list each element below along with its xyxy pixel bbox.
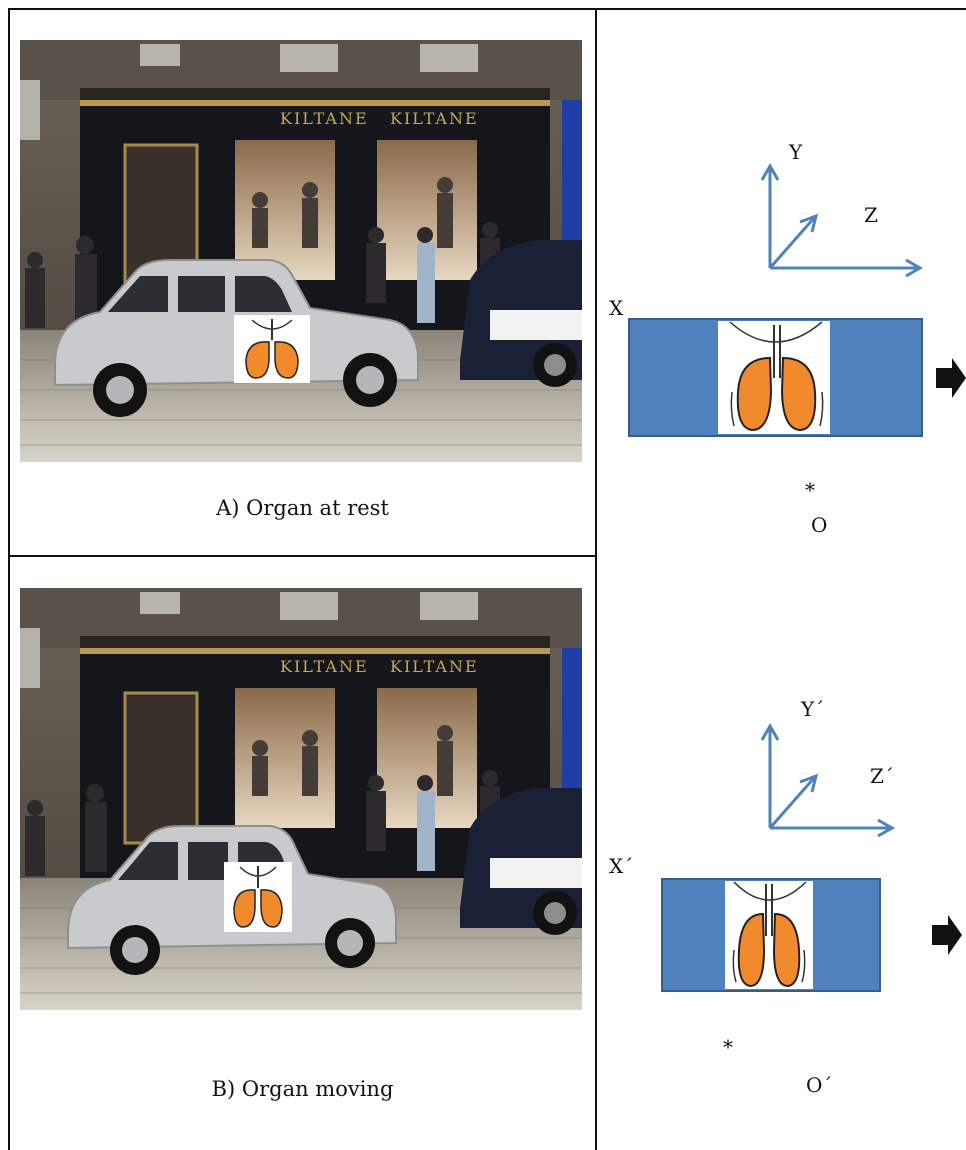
figure-frame — [8, 8, 966, 1150]
y-axis-label: Y — [789, 140, 803, 164]
sign-kiltane-left: KILTANE — [280, 657, 369, 676]
shop-window-left — [235, 140, 335, 280]
silver-taxi — [54, 259, 419, 417]
photo-organ-at-rest: KILTANE KILTANE — [20, 40, 582, 462]
black-taxi — [460, 240, 582, 387]
sign-kiltane-right: KILTANE — [390, 109, 479, 128]
origin-label: O — [811, 513, 828, 537]
origin-label: O´ — [806, 1073, 833, 1097]
origin-marker: * — [805, 478, 815, 502]
coordinate-diagram-moving — [600, 700, 966, 1110]
direction-arrow-icon — [932, 915, 962, 955]
black-taxi — [460, 788, 582, 935]
sign-kiltane-right: KILTANE — [390, 657, 479, 676]
lung-illustration — [725, 881, 813, 989]
direction-arrow-icon — [936, 358, 966, 398]
shop-window-left — [235, 688, 335, 828]
axis-arrows — [760, 722, 896, 838]
caption-organ-at-rest: A) Organ at rest — [216, 496, 389, 520]
lungs-icon — [732, 881, 807, 988]
silver-taxi — [67, 825, 397, 975]
photo-organ-moving: KILTANE KILTANE — [20, 588, 582, 1010]
x-axis-label: X´ — [609, 854, 634, 878]
origin-marker: * — [723, 1035, 733, 1059]
sign-kiltane-left: KILTANE — [280, 109, 369, 128]
column-divider — [595, 8, 597, 1150]
y-axis-label: Y´ — [801, 697, 825, 721]
coordinate-diagram-at-rest — [600, 130, 966, 570]
z-axis-label: Z — [864, 203, 878, 227]
lungs-icon — [729, 321, 824, 432]
row-divider — [8, 555, 597, 557]
x-axis-label: X — [609, 296, 624, 320]
z-axis-label: Z´ — [870, 764, 894, 788]
axis-arrows — [760, 162, 924, 278]
caption-organ-moving: B) Organ moving — [211, 1077, 394, 1101]
